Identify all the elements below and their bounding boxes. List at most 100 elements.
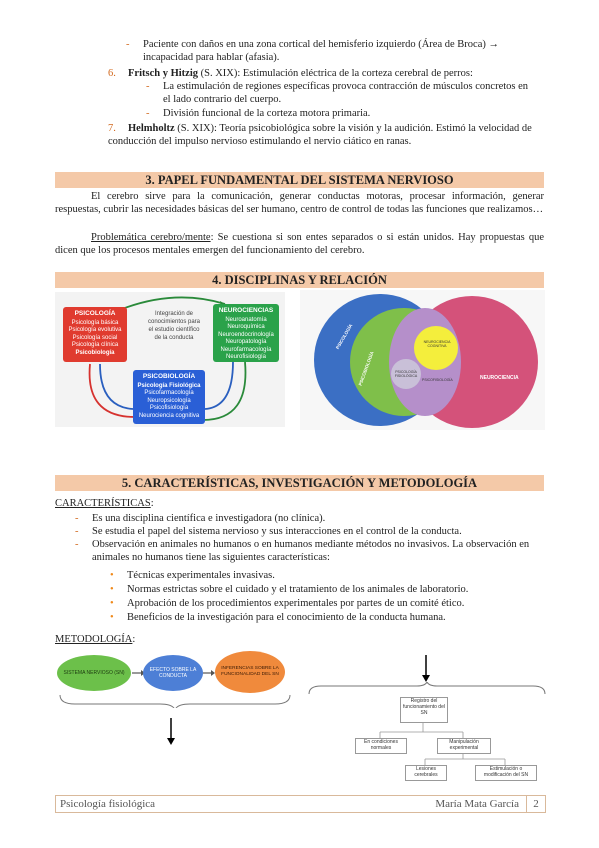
box-item: Psicofarmacología [144,390,194,396]
venn-diagram: PSICOLOGÍA PSICOBIOLOGÍA NEUROCIENCIA NE… [300,290,545,430]
sub-bullet-text: Normas estrictas sobre el cuidado y el t… [127,584,469,595]
flow-node-sn: SISTEMA NERVIOSO (SN) [57,655,131,691]
flow-node-text: INFERENCIAS SOBRE LA FUNCIONALIDAD DEL S… [221,666,279,677]
tree-node-root: Registro del funcionamiento del SN [400,697,448,723]
box-item: Psicología social [72,334,118,341]
dash-bullet: - [75,526,79,537]
orange-bullet: • [110,612,114,623]
down-arrow-icon [167,718,175,745]
tree-node-normales: En condiciones normales [355,738,407,754]
section-3-paragraph-1: El cerebro sirve para la comunicación, g… [55,190,544,216]
tree-node-text: Estimulación o modificación del SN [483,766,529,778]
item-name: Helmholtz [128,123,175,134]
orange-bullet: • [110,570,114,581]
tree-lines [379,722,506,765]
dash-bullet: - [75,539,79,550]
item-text: (S. XIX): Estimulación eléctrica de la c… [197,68,473,79]
flow-node-inferencias: INFERENCIAS SOBRE LA FUNCIONALIDAD DEL S… [215,651,285,693]
box-item: Neuroquímica [227,324,265,330]
metodologia-colon: : [132,634,136,645]
dash-bullet: - [146,81,150,92]
venn-label-neurociencia: NEUROCIENCIA [480,375,519,381]
venn-label-psicologia-fisiologica: PSICOLOGÍA FISIOLÓGICA [394,370,418,378]
page-number: 2 [526,796,545,812]
brace-shape [308,682,546,695]
tree-node-lesiones: Lesiones cerebrales [405,765,447,781]
sub-bullet-item: • Técnicas experimentales invasivas. [110,569,537,582]
tree-node-text: Lesiones cerebrales [414,766,438,778]
caracteristicas-label: CARACTERÍSTICAS [55,498,151,509]
caract-item: - Observación en animales no humanos o e… [75,538,544,564]
box-item: Psicología Fisiológica [137,382,201,389]
flow-node-efecto: EFECTO SOBRE LA CONDUCTA [143,655,203,691]
tree-node-text: Registro del funcionamiento del SN [403,698,445,716]
list-item-6: 6. Fritsch y Hitzig (S. XIX): Estimulació… [108,67,548,80]
section-3-paragraph-2: Problemática cerebro/mente: Se cuestiona… [55,231,544,257]
box-item: Psicobiología [75,349,115,356]
flow-node-text: EFECTO SOBRE LA CONDUCTA [149,667,197,679]
tree-node-estimulacion: Estimulación o modificación del SN [475,765,537,781]
down-arrow-icon [422,655,430,682]
caract-item: - Es una disciplina científica e investi… [75,512,544,525]
box-item: Psicofisiología [149,405,189,411]
caract-item: - Se estudia el papel del sistema nervio… [75,525,544,538]
box-item: Neurofisiología [225,354,267,360]
orange-bullet: • [110,598,114,609]
method-flow-diagram: SISTEMA NERVIOSO (SN) EFECTO SOBRE LA CO… [55,648,295,708]
psicologia-box: PSICOLOGÍA Psicología básica Psicología … [63,307,127,362]
caract-item-text: Se estudia el papel del sistema nervioso… [92,526,462,537]
sub-bullet-item: • Normas estrictas sobre el cuidado y el… [110,583,537,596]
list-item-paciente: - Paciente con daños en una zona cortica… [126,38,538,64]
box-title: PSICOLOGÍA [74,310,116,317]
page-footer: Psicología fisiológica María Mata García… [55,795,546,813]
paragraph-text: El cerebro sirve para la comunicación, g… [55,191,544,215]
dash-bullet: - [126,39,130,50]
box-item: Psicología clínica [71,342,119,348]
metodologia-label: METODOLOGÍA [55,634,133,645]
orange-bullet: • [110,584,114,595]
sub-item-text: División funcional de la corteza motora … [163,108,371,119]
sub-bullet-item: • Aprobación de los procedimientos exper… [110,597,537,610]
footer-subject: Psicología fisiológica [60,798,156,810]
caract-item-text: Observación en animales no humanos o en … [92,539,530,563]
problematica-label: Problemática cerebro/mente [91,232,211,243]
item-number: 6. [108,68,116,79]
tree-node-text: En condiciones normales [364,739,398,751]
disciplines-diagram: PSICOLOGÍA Psicología básica Psicología … [55,292,285,427]
tree-node-text: Manipulación experimental [449,739,479,751]
flow-node-text: SISTEMA NERVIOSO (SN) [63,670,125,676]
sub-item: - División funcional de la corteza motor… [146,107,538,120]
sub-item-text: La estimulación de regiones específicas … [163,81,529,105]
method-tree-diagram: Registro del funcionamiento del SN En co… [345,695,545,790]
section-3-title: 3. PAPEL FUNDAMENTAL DEL SISTEMA NERVIOS… [55,172,544,188]
sub-item: - La estimulación de regiones específica… [146,80,538,106]
tree-node-manipulacion: Manipulación experimental [437,738,491,754]
item-name: Fritsch y Hitzig [128,68,198,79]
box-title: PSICOBIOLOGÍA [142,373,196,380]
paragraph-text: : Se cuestiona si son entes separados o … [55,232,544,256]
box-item: Neuroendocrinología [218,331,274,338]
diagram-arrows [88,296,247,421]
item-text: (S. XIX): Teoría psicobiológica sobre la… [108,123,532,147]
sub-bullet-text: Beneficios de la investigación para el c… [127,612,446,623]
list-item-7: 7.Helmholtz (S. XIX): Teoría psicobiológ… [108,122,540,148]
box-item: Psicología evolutiva [68,327,122,333]
venn-label-neuro-cognitiva: NEUROCIENCIA COGNITIVA [423,340,451,348]
box-item: Neuroanatomía [225,316,267,323]
sub-bullet-text: Aprobación de los procedimientos experim… [127,598,465,609]
psicobiologia-box: PSICOBIOLOGÍA Psicología Fisiológica Psi… [133,370,205,424]
venn-label-psicofisiologia: PSICOFISIOLOGÍA [422,378,453,382]
dash-bullet: - [75,513,79,524]
caract-item-text: Es una disciplina científica e investiga… [92,513,326,524]
item-text: Paciente con daños en una zona cortical … [143,39,499,63]
box-item: Neuropsicología [147,397,191,404]
box-item: Neuropatología [225,339,267,345]
caracteristicas-colon: : [150,498,154,509]
dash-bullet: - [146,108,150,119]
box-title: NEUROCIENCIAS [218,307,274,314]
box-item: Neurofarmacología [220,346,272,353]
sub-bullet-text: Técnicas experimentales invasivas. [127,570,275,581]
venn-shapes [314,294,538,428]
box-item: Psicología básica [71,319,119,326]
footer-author: María Mata García [435,798,519,810]
